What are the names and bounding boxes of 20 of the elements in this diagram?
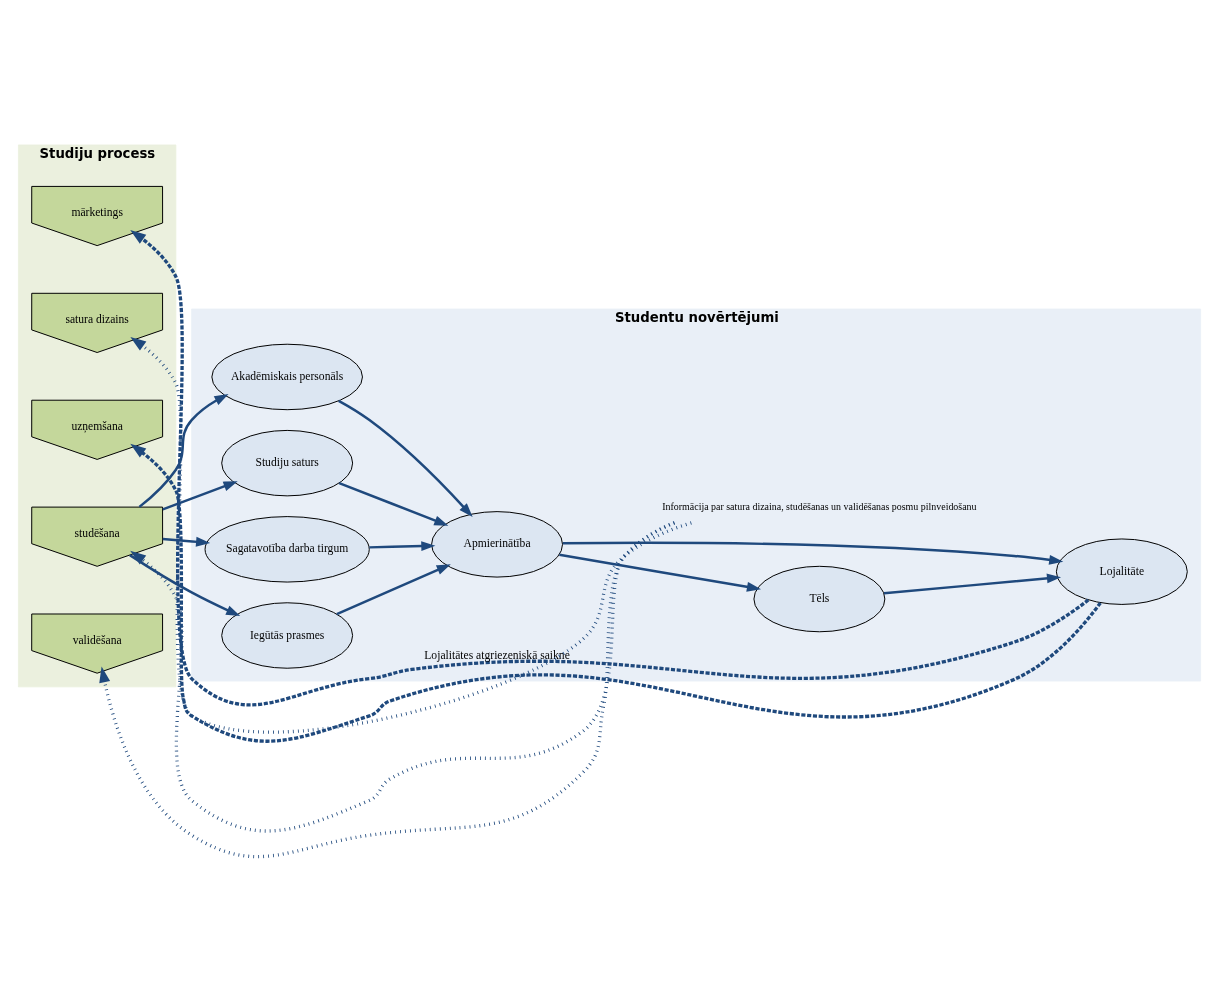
arrow: [130, 229, 1090, 706]
node-ellipse: Lojalitāte: [1055, 537, 1188, 605]
arrow: [129, 553, 241, 616]
arrow: [338, 399, 473, 517]
arrow: [138, 393, 229, 508]
edge-label: Lojalitātes atgriezeniskā saikne: [424, 648, 570, 662]
arrow: [338, 481, 449, 526]
arrow: [162, 536, 211, 547]
arrow: [130, 336, 692, 734]
arrow: [562, 541, 1064, 565]
arrow: [559, 553, 762, 592]
arrow: [130, 443, 1102, 743]
arrow: [336, 563, 451, 615]
node-ellipse: Tēls: [753, 565, 886, 632]
node-ellipse: Iegūtās prasmes: [221, 601, 354, 669]
node-text: Informācija par satura dizaina, studēšanas un validēšanas posmu pilnveidošanu: [662, 500, 977, 512]
arrow: [883, 573, 1062, 594]
arrow: [162, 480, 238, 510]
arrow: [369, 540, 436, 551]
node-ellipse: Sagatavotība darba tirgum: [204, 515, 370, 583]
